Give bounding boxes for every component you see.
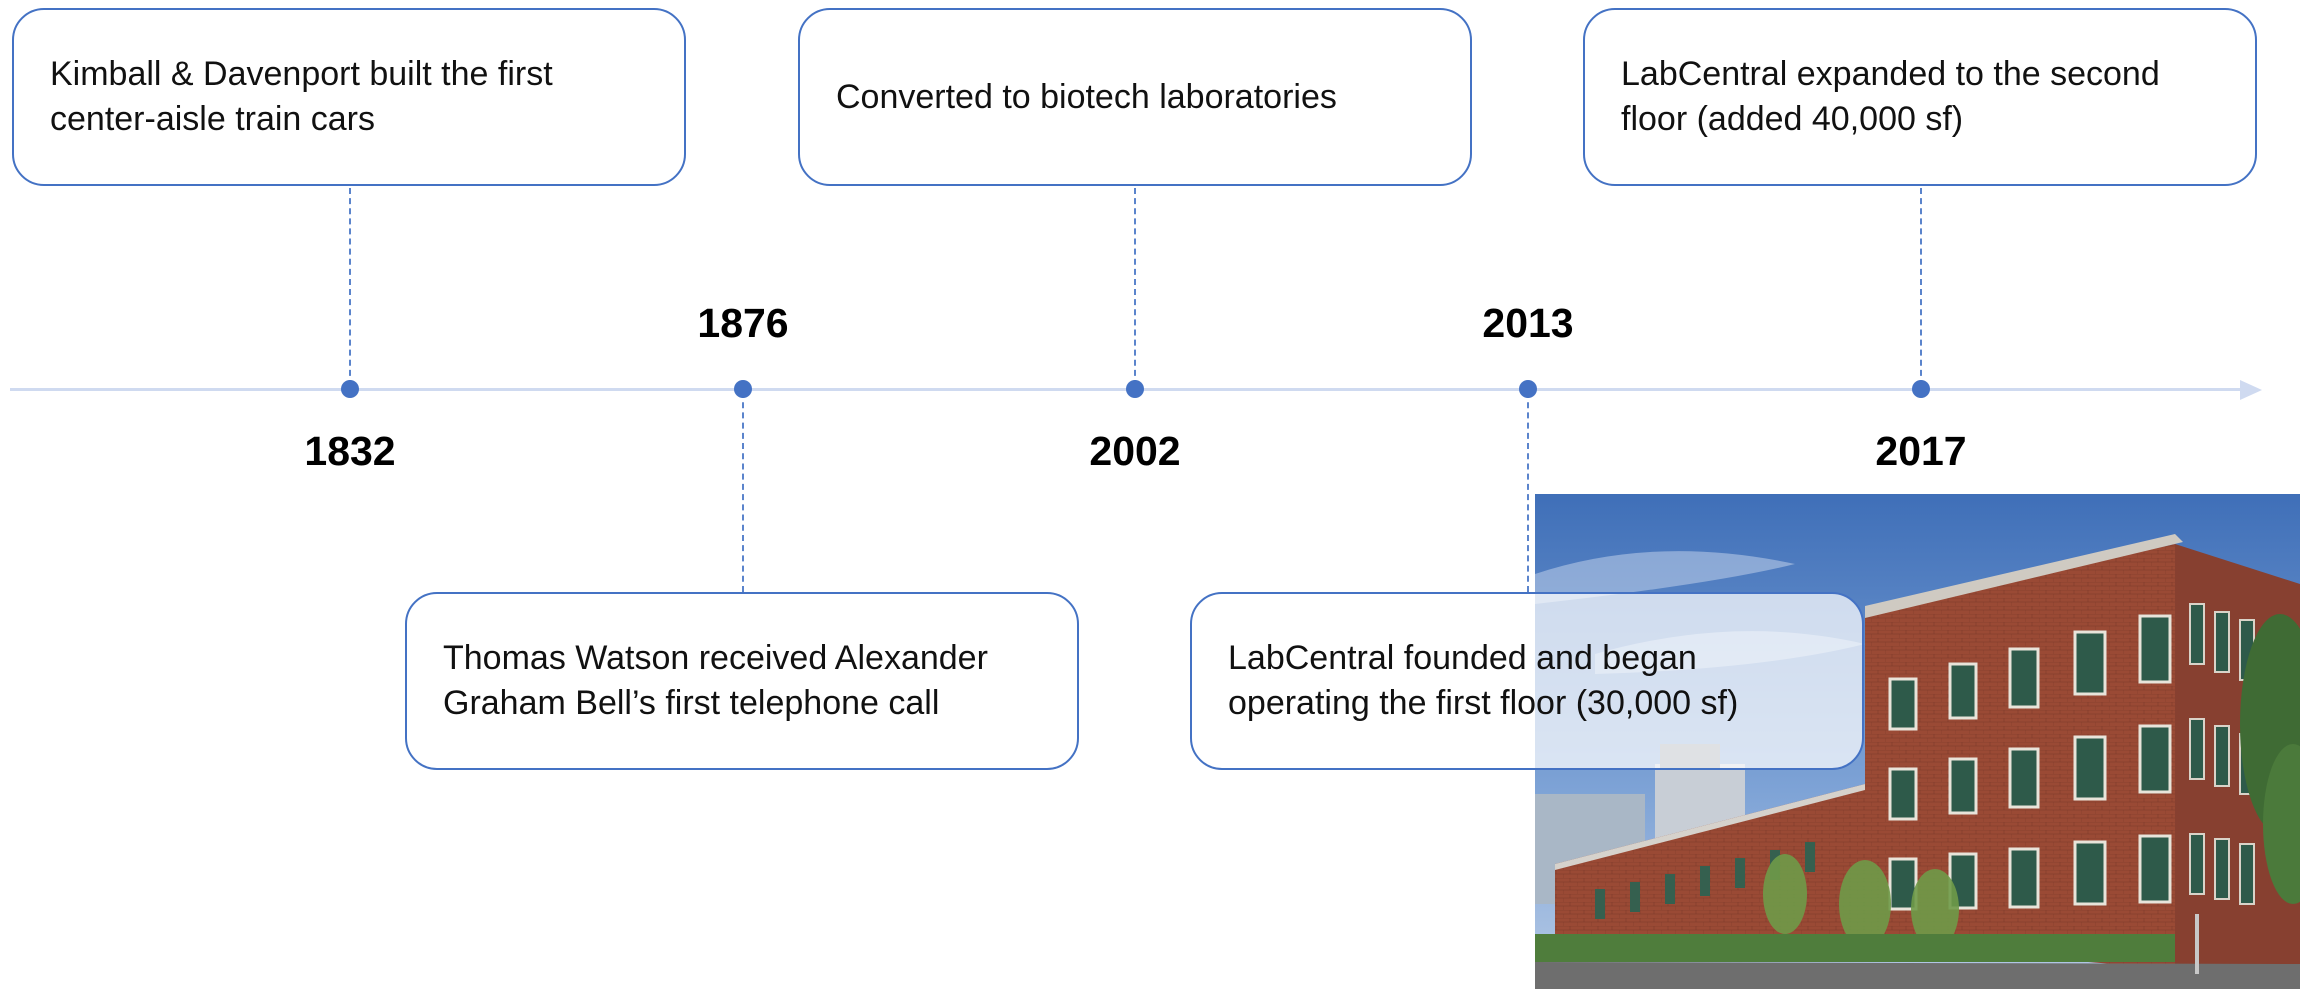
event-box-1832: Kimball & Davenport built the first cent…	[12, 8, 686, 186]
connector-2017	[1920, 188, 1922, 386]
year-label: 1876	[697, 300, 789, 346]
event-description: Converted to biotech laboratories	[836, 77, 1337, 116]
year-label: 2017	[1875, 428, 1967, 474]
connector-2002	[1134, 188, 1136, 386]
connector-2013	[1527, 392, 1529, 592]
year-label: 2002	[1089, 428, 1181, 474]
timeline-dot-1832	[341, 380, 359, 398]
connector-1832	[349, 188, 351, 386]
event-box-1876: Thomas Watson received Alexander Graham …	[405, 592, 1079, 770]
event-box-2002: Converted to biotech laboratories	[798, 8, 1472, 186]
event-box-2013: LabCentral founded and began operating t…	[1190, 592, 1864, 770]
connector-1876	[742, 392, 744, 592]
timeline-axis	[10, 388, 2240, 391]
event-description: Thomas Watson received Alexander Graham …	[443, 639, 988, 722]
timeline-arrow-icon	[2240, 380, 2262, 400]
event-description: LabCentral expanded to the second floor …	[1621, 55, 2160, 138]
year-label: 2013	[1482, 300, 1574, 346]
timeline-dot-2013	[1519, 380, 1537, 398]
event-description: LabCentral founded and began operating t…	[1228, 639, 1739, 722]
year-label: 1832	[304, 428, 396, 474]
event-box-2017: LabCentral expanded to the second floor …	[1583, 8, 2257, 186]
timeline-dot-1876	[734, 380, 752, 398]
event-description: Kimball & Davenport built the first cent…	[50, 55, 553, 138]
timeline-dot-2017	[1912, 380, 1930, 398]
timeline-dot-2002	[1126, 380, 1144, 398]
